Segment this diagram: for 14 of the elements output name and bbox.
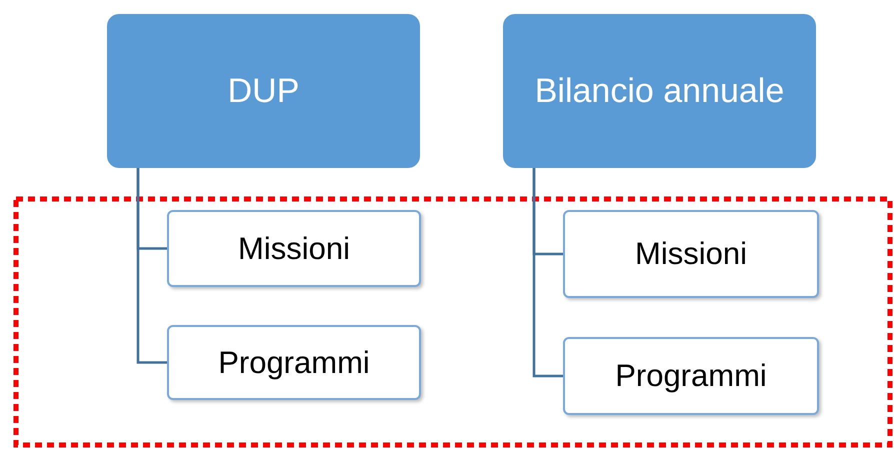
connector-line — [532, 168, 563, 378]
section-box — [167, 210, 421, 287]
document-box — [107, 14, 420, 168]
node-label: Missioni — [238, 230, 350, 266]
section-box — [563, 337, 819, 415]
node-label: Programmi — [218, 344, 370, 380]
section-box — [167, 325, 421, 400]
section-box — [563, 210, 819, 298]
node-label: Programmi — [615, 358, 767, 394]
node-label: Missioni — [635, 236, 747, 272]
node-label: Bilancio annuale — [534, 72, 784, 110]
node-label: DUP — [228, 72, 300, 110]
connector-line — [136, 168, 167, 364]
document-box — [503, 14, 816, 168]
